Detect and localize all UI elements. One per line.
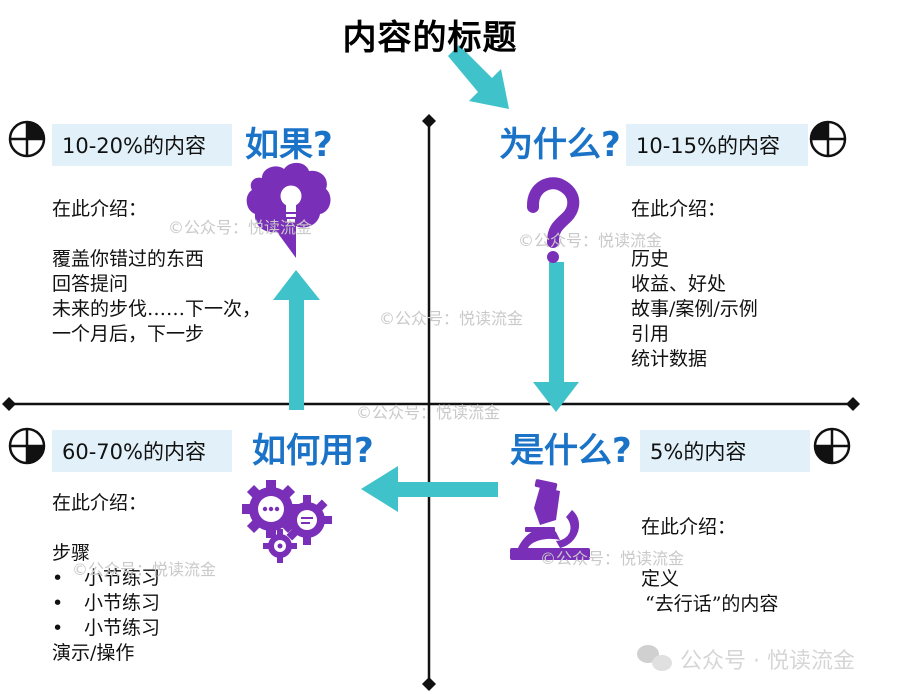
list-item: •小节练习 [52,617,161,639]
axis-end-diamond-bottom [422,677,436,691]
watermark: ©公众号：悦读流金 [540,549,685,568]
bullet: • [52,617,64,639]
arrow-up-left [273,270,320,410]
list-item: 收益、好处 [631,273,727,295]
list-item: 回答提问 [52,273,129,295]
axis-end-diamond-right [846,397,860,411]
question-what: 是什么? [510,431,632,471]
watermark: ©公众号：悦读流金 [72,560,217,579]
percent-label-top-left: 10-20%的内容 [52,124,232,166]
top-left-body: 在此介绍： 覆盖你错过的东西 回答提问 未来的步伐……下一次， 一个月后，下一步 [52,197,261,347]
bullet: • [52,592,64,614]
list-item: 统计数据 [631,348,708,370]
bullet: • [52,567,64,589]
intro-label: 在此介绍： [631,198,727,220]
intro-label: 在此介绍： [52,198,148,220]
progress-circle-top-left-icon [8,120,46,158]
progress-circle-bottom-right-icon [813,427,851,465]
percent-label-bottom-left: 60-70%的内容 [52,430,232,472]
steps-heading: 步骤 [52,542,91,564]
list-item: 定义 [641,568,680,590]
progress-circle-bottom-left-icon [8,427,46,465]
page-title: 内容的标题 [342,18,518,58]
wechat-watermark: 公众号 · 悦读流金 [680,649,855,674]
list-item: 未来的步伐……下一次， [52,298,262,320]
watermark: ©公众号：悦读流金 [518,231,663,250]
axis-end-diamond-top [422,114,436,128]
question-mark-icon [527,177,580,263]
bottom-right-body: 在此介绍： 定义 “去行话”的内容 [641,515,778,617]
flow-arrows [273,45,579,512]
axis-end-diamond-left [2,397,16,411]
list-item: “去行话”的内容 [645,593,779,615]
gears-icon [242,480,332,563]
percent-label-bottom-right: 5%的内容 [640,430,810,472]
intro-label: 在此介绍： [641,516,737,538]
arrow-down-right [533,262,579,412]
watermark: ©公众号：悦读流金 [168,218,313,237]
list-item: 故事/案例/示例 [631,298,758,320]
question-why: 为什么? [499,125,621,165]
list-item: 引用 [631,323,670,345]
question-what-if: 如果? [245,125,333,165]
progress-circle-top-right-icon [809,120,847,158]
bottom-left-body: 在此介绍： 步骤 •小节练习 •小节练习 •小节练习 演示/操作 [52,491,160,666]
list-item: 历史 [631,248,670,270]
arrow-left-bottom [361,466,498,512]
wechat-logo-icon [637,645,672,671]
list-item: •小节练习 [52,567,161,589]
footer-item: 演示/操作 [52,642,135,664]
top-right-body: 在此介绍： 历史 收益、好处 故事/案例/示例 引用 统计数据 [631,197,758,372]
microscope-icon [510,479,590,560]
brain-lightbulb-icon [246,162,331,258]
percent-label-top-right: 10-15%的内容 [626,124,808,166]
title-arrow [448,45,509,109]
list-item: 一个月后，下一步 [52,323,205,345]
list-item: 覆盖你错过的东西 [52,248,205,270]
question-how: 如何用? [252,431,374,471]
watermark: ©公众号：悦读流金 [379,309,524,328]
watermark: ©公众号：悦读流金 [356,403,501,422]
intro-label: 在此介绍： [52,492,148,514]
list-item: •小节练习 [52,592,161,614]
